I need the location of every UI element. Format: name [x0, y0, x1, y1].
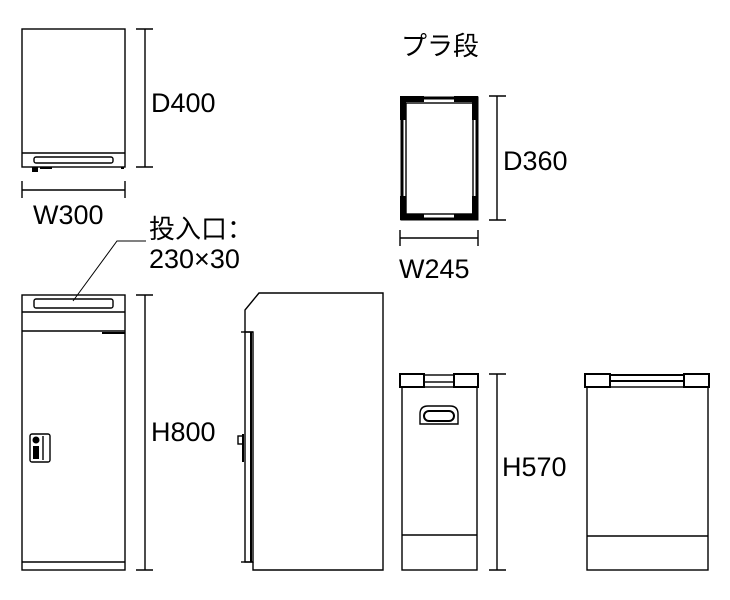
pla-height-label: H570: [502, 452, 567, 482]
slot-size: 230×30: [149, 244, 240, 274]
pla-side-view: [584, 373, 710, 571]
pla-title: プラ段: [401, 32, 479, 62]
depth-dimension: D400: [136, 28, 216, 168]
box-top-view: [21, 28, 126, 172]
box-side-view: [237, 292, 384, 571]
height-label: H800: [151, 417, 216, 447]
pla-depth-label: D360: [503, 146, 568, 176]
pla-top-view: [400, 96, 479, 221]
pla-front-view: [399, 373, 479, 571]
slot-title: 投入口：: [149, 215, 253, 245]
pla-depth-dimension: D360: [489, 95, 568, 221]
pla-width-label: W245: [399, 254, 470, 284]
pla-height-dimension: H570: [489, 373, 567, 571]
depth-label: D400: [151, 88, 216, 118]
handle-icon: [419, 405, 459, 425]
pla-width-dimension: W245: [399, 230, 479, 284]
width-dimension: W300: [21, 181, 126, 230]
height-dimension: H800: [136, 294, 216, 571]
width-label: W300: [33, 200, 104, 230]
box-front-view: [21, 294, 126, 571]
lock-icon: [29, 433, 51, 463]
slot-callout: 投入口： 230×30: [72, 215, 253, 302]
